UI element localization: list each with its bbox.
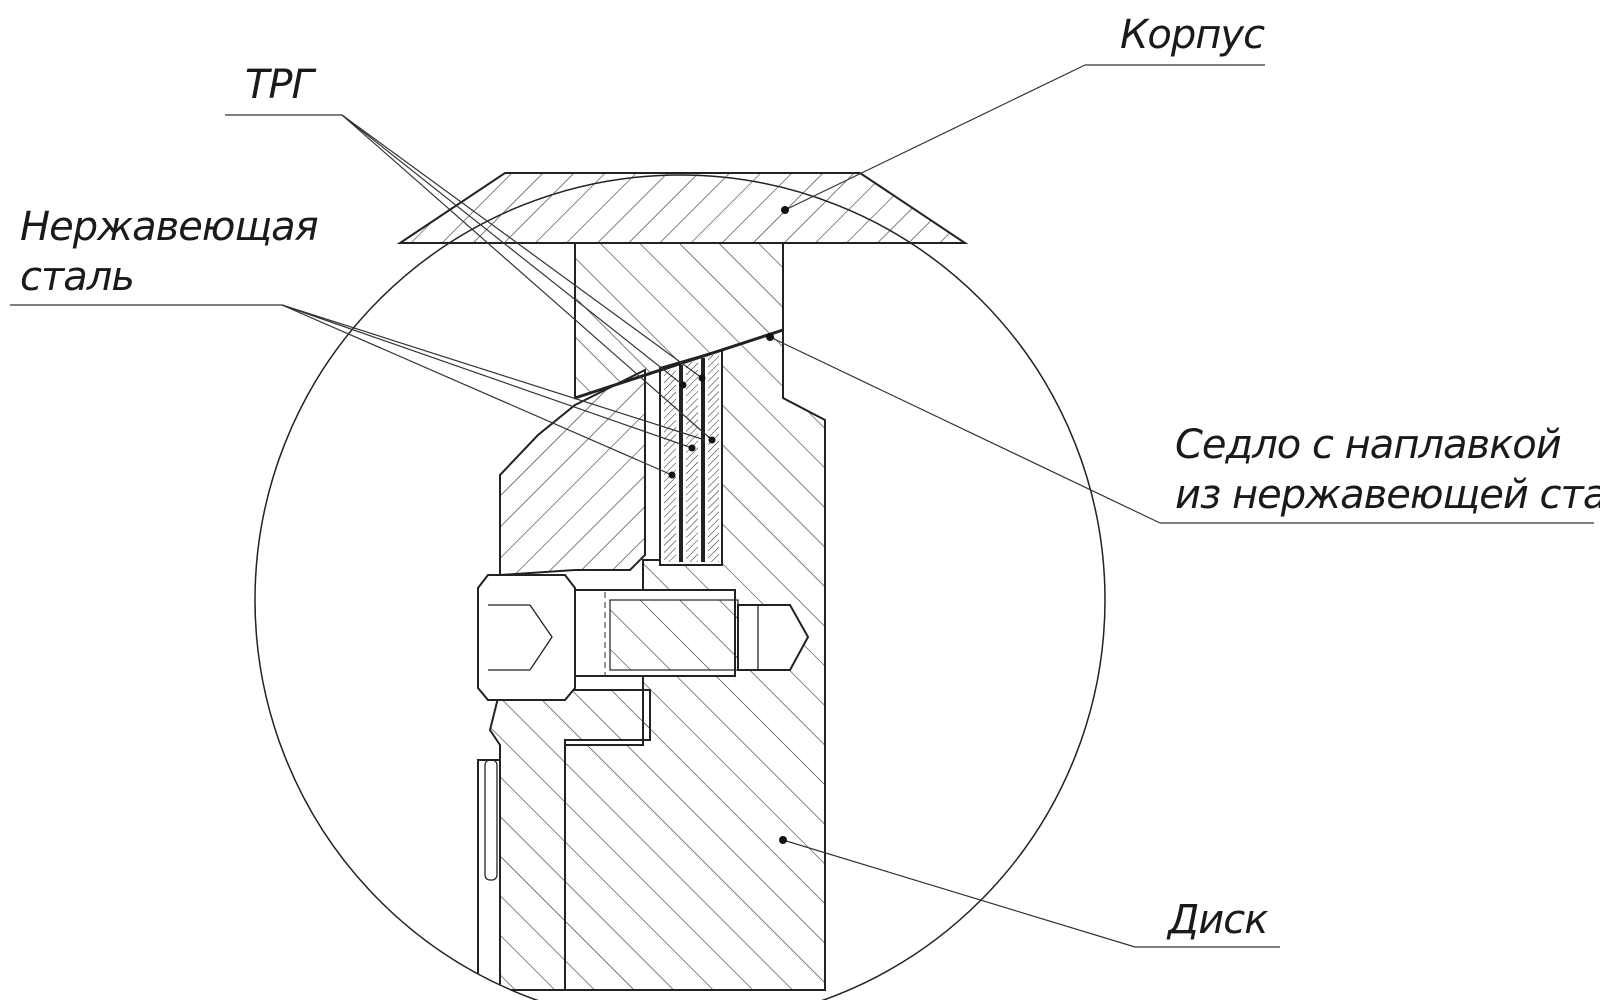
disc-side-strip bbox=[484, 759, 498, 881]
leader-lines bbox=[10, 64, 1594, 948]
label-trg: ТРГ bbox=[245, 62, 317, 108]
seal-stack bbox=[659, 348, 723, 566]
label-seat-line2: из нержавеющей стали bbox=[1175, 472, 1600, 518]
label-disc: Диск bbox=[1166, 897, 1268, 943]
label-stainless-line2: сталь bbox=[20, 254, 134, 300]
body-plate bbox=[396, 172, 969, 244]
disc-left-part bbox=[499, 368, 646, 577]
label-body: Корпус bbox=[1120, 12, 1265, 58]
clamp-ring bbox=[488, 689, 651, 991]
label-stainless-line1: Нержавеющая bbox=[20, 204, 318, 250]
label-seat-line1: Седло с наплавкой bbox=[1175, 422, 1561, 468]
seat-overlay-line bbox=[574, 328, 784, 400]
bolt bbox=[477, 574, 810, 701]
